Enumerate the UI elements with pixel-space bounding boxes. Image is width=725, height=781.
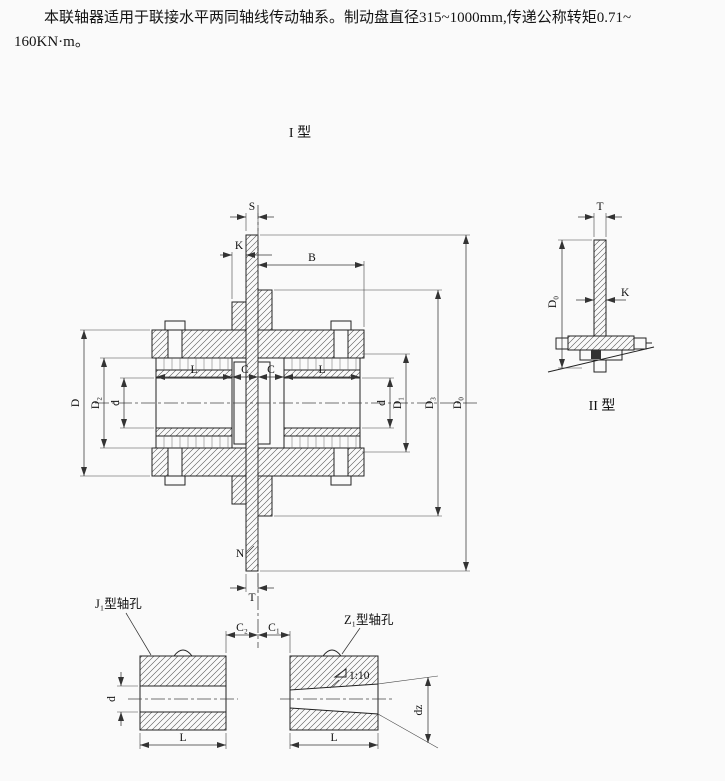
dim-label-c-left: C <box>241 364 249 376</box>
type2-disc-plate <box>593 239 607 337</box>
dim-label-n: N <box>236 548 245 560</box>
dim-label-t: T <box>248 592 255 604</box>
taper-label: 1:10 <box>349 670 370 682</box>
type2-flange <box>567 335 635 351</box>
type2-dim-label-d0: D₀ <box>547 296 559 308</box>
dim-label-d0: D₀ <box>452 397 464 409</box>
type2-dim-label-k: K <box>621 287 630 299</box>
dim-label-d3: D₃ <box>424 397 436 409</box>
taper-symbol <box>333 668 347 678</box>
intro-line-1: 本联轴器适用于联接水平两同轴线传动轴系。制动盘直径315~1000mm,传递公称… <box>44 10 632 26</box>
type1-dimensions: S K B L C C L d D₂ D d D₁ <box>70 201 470 604</box>
type1-view-title: I 型 <box>289 125 311 141</box>
dim-label-c-right: C <box>267 364 275 376</box>
j1-bore-label: J₁型轴孔 <box>95 596 142 611</box>
dim-label-d-right: d <box>376 400 388 406</box>
type2-dim-label-t: T <box>596 201 603 213</box>
j1-bore-detail: d L J₁型轴孔 <box>95 596 238 749</box>
detail-dim-label-l-right: L <box>330 732 337 744</box>
dim-label-c1: C₁ <box>268 622 280 634</box>
dim-label-b: B <box>308 252 316 264</box>
gear-teeth-marks <box>163 358 357 448</box>
detail-dim-label-d: d <box>106 696 118 702</box>
type2-view-title: II 型 <box>589 398 616 414</box>
dim-label-d2: D₂ <box>90 397 102 409</box>
dim-label-s: S <box>249 201 255 213</box>
type2-view: T D₀ K II 型 <box>547 201 655 414</box>
dim-label-d-outer: D <box>70 399 82 407</box>
z1-bore-label: Z₁型轴孔 <box>344 612 394 627</box>
detail-dim-label-l-left: L <box>179 732 186 744</box>
c2-c1-dimensions: C₂ C₁ <box>225 622 291 653</box>
detail-dim-label-dz: dz <box>413 705 425 716</box>
dim-label-c2: C₂ <box>236 622 248 634</box>
dim-label-k: K <box>235 240 244 252</box>
intro-paragraph: 本联轴器适用于联接水平两同轴线传动轴系。制动盘直径315~1000mm,传递公称… <box>14 6 713 54</box>
flange-bolts <box>164 320 352 486</box>
dim-label-l-left: L <box>190 364 197 376</box>
type2-key-block <box>591 350 601 359</box>
dim-label-l-right: L <box>318 364 325 376</box>
z1-bore-detail: 1:10 dz L Z₁型轴孔 <box>280 612 439 749</box>
type1-main-view <box>95 205 480 648</box>
intro-line-2: 160KN·m。 <box>14 34 90 50</box>
dim-label-d1: D₁ <box>392 397 404 409</box>
j1-plug-boss <box>172 649 194 657</box>
z1-plug-boss <box>321 649 343 657</box>
type2-bolt <box>633 337 647 350</box>
dim-label-d-left: d <box>110 400 122 406</box>
